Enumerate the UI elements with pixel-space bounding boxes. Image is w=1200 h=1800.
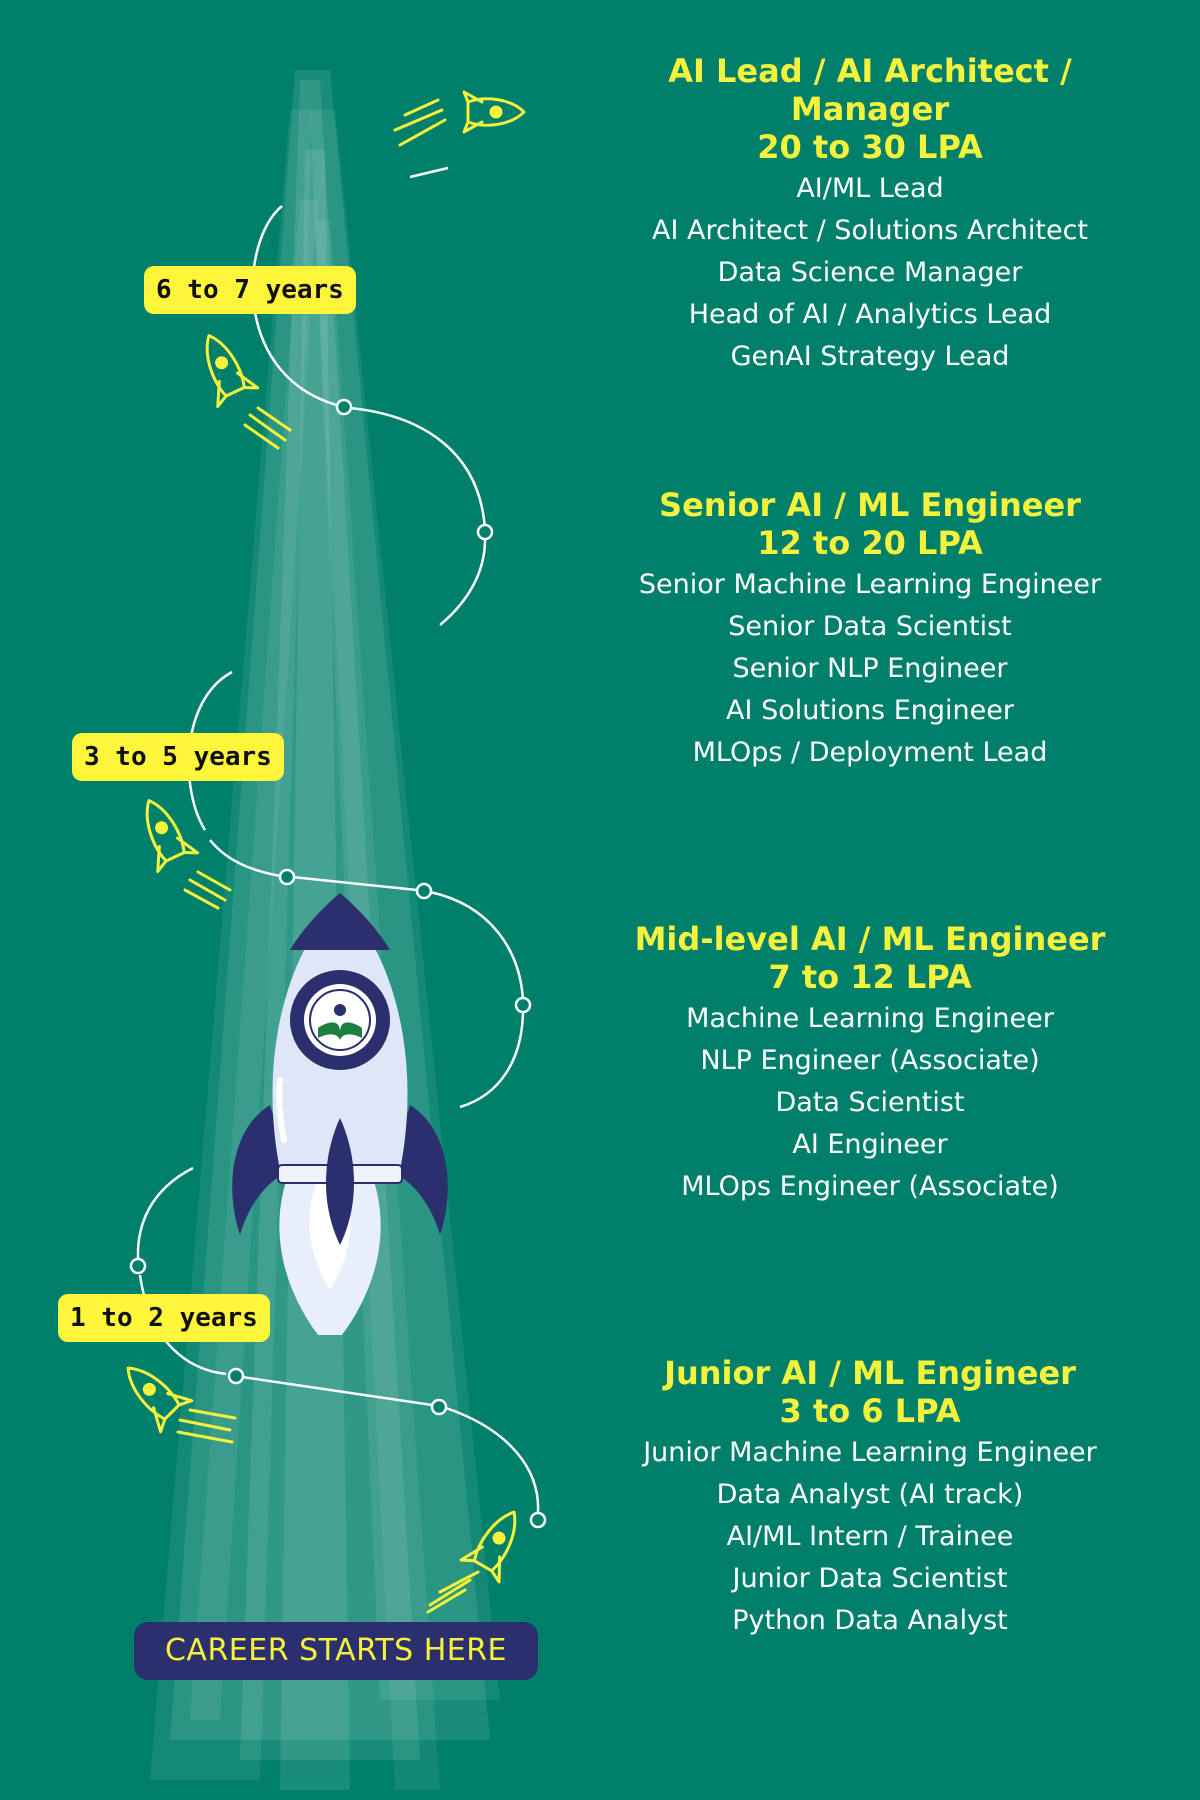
small-rocket-icon xyxy=(126,90,526,1614)
role-item: MLOps / Deployment Lead xyxy=(692,737,1048,768)
level-title: Mid-level AI / ML Engineer xyxy=(634,920,1106,958)
level-salary: 3 to 6 LPA xyxy=(779,1392,961,1430)
role-item: Senior Data Scientist xyxy=(728,611,1012,642)
level-title: AI Lead / AI Architect / Manager xyxy=(668,52,1072,128)
role-item: Python Data Analyst xyxy=(732,1605,1008,1636)
role-item: AI Solutions Engineer xyxy=(726,695,1014,726)
level-mid: Mid-level AI / ML Engineer 7 to 12 LPA M… xyxy=(590,920,1150,1208)
experience-badge-1-2: 1 to 2 years xyxy=(58,1294,270,1342)
role-item: MLOps Engineer (Associate) xyxy=(681,1171,1059,1202)
role-item: NLP Engineer (Associate) xyxy=(700,1045,1040,1076)
level-junior: Junior AI / ML Engineer 3 to 6 LPA Junio… xyxy=(590,1354,1150,1642)
level-title: Junior AI / ML Engineer xyxy=(664,1354,1076,1392)
role-item: Data Analyst (AI track) xyxy=(716,1479,1024,1510)
role-item: Senior Machine Learning Engineer xyxy=(638,569,1102,600)
role-item: Machine Learning Engineer xyxy=(686,1003,1054,1034)
role-item: Junior Data Scientist xyxy=(732,1563,1008,1594)
rocket-icon xyxy=(232,893,448,1335)
role-item: Junior Machine Learning Engineer xyxy=(643,1437,1097,1468)
level-salary: 20 to 30 LPA xyxy=(757,128,983,166)
role-item: AI/ML Intern / Trainee xyxy=(726,1521,1014,1552)
role-item: AI/ML Lead xyxy=(796,173,944,204)
role-item: AI Engineer xyxy=(792,1129,948,1160)
level-salary: 12 to 20 LPA xyxy=(757,524,983,562)
role-item: AI Architect / Solutions Architect xyxy=(651,215,1089,246)
experience-badge-6-7: 6 to 7 years xyxy=(144,266,356,314)
level-title: Senior AI / ML Engineer xyxy=(659,486,1081,524)
role-item: GenAI Strategy Lead xyxy=(730,341,1010,372)
experience-badge-3-5: 3 to 5 years xyxy=(72,733,284,781)
role-item: Data Scientist xyxy=(775,1087,965,1118)
role-item: Head of AI / Analytics Lead xyxy=(688,299,1052,330)
career-start-label: CAREER STARTS HERE xyxy=(134,1622,538,1680)
role-item: Data Science Manager xyxy=(717,257,1023,288)
role-item: Senior NLP Engineer xyxy=(732,653,1008,684)
level-salary: 7 to 12 LPA xyxy=(768,958,972,996)
career-path xyxy=(136,166,540,1513)
level-senior: Senior AI / ML Engineer 12 to 20 LPA Sen… xyxy=(590,486,1150,774)
level-ai-lead: AI Lead / AI Architect / Manager 20 to 3… xyxy=(590,52,1150,378)
path-node-icon xyxy=(129,398,547,1529)
